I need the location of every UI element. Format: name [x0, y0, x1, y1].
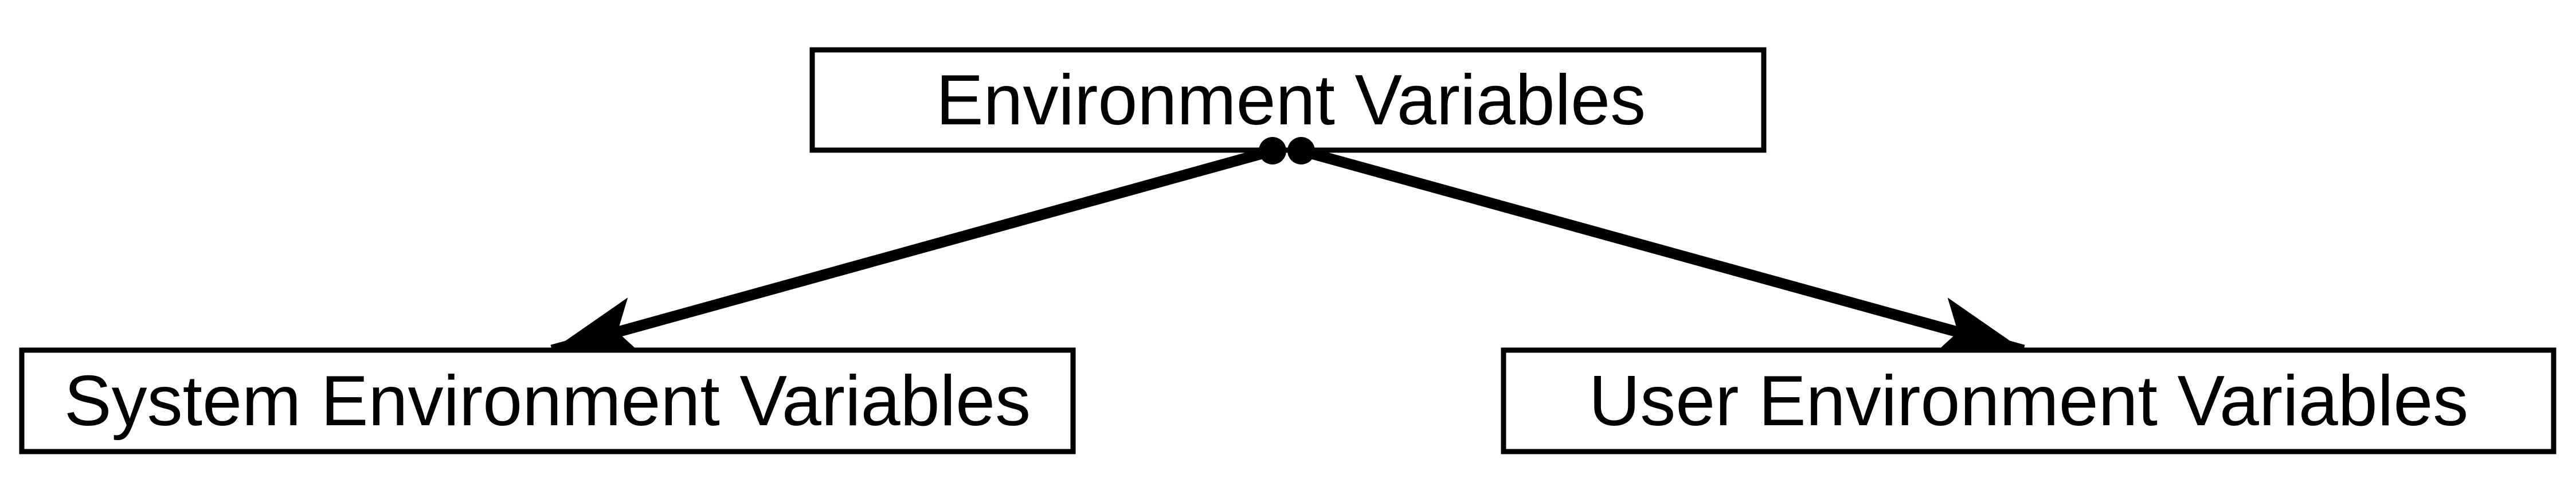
node-user-environment-variables-box — [1501, 347, 2557, 454]
node-user-environment-variables-label: User Environment Variables — [1589, 362, 2469, 441]
node-system-environment-variables-label: System Environment Variables — [64, 362, 1031, 441]
node-user-environment-variables: User Environment Variables — [1501, 347, 2557, 454]
edge-root-to-user — [1299, 145, 2025, 356]
node-system-environment-variables: System Environment Variables — [19, 347, 1076, 454]
edge-origin-dot-left — [1259, 137, 1286, 164]
node-environment-variables: Environment Variables — [809, 47, 1767, 153]
edge-origin-dot-right — [1287, 137, 1315, 164]
node-system-environment-variables-box — [19, 347, 1076, 454]
edge-root-to-system — [550, 145, 1274, 356]
node-environment-variables-label: Environment Variables — [936, 61, 1646, 140]
node-environment-variables-box — [809, 47, 1767, 153]
